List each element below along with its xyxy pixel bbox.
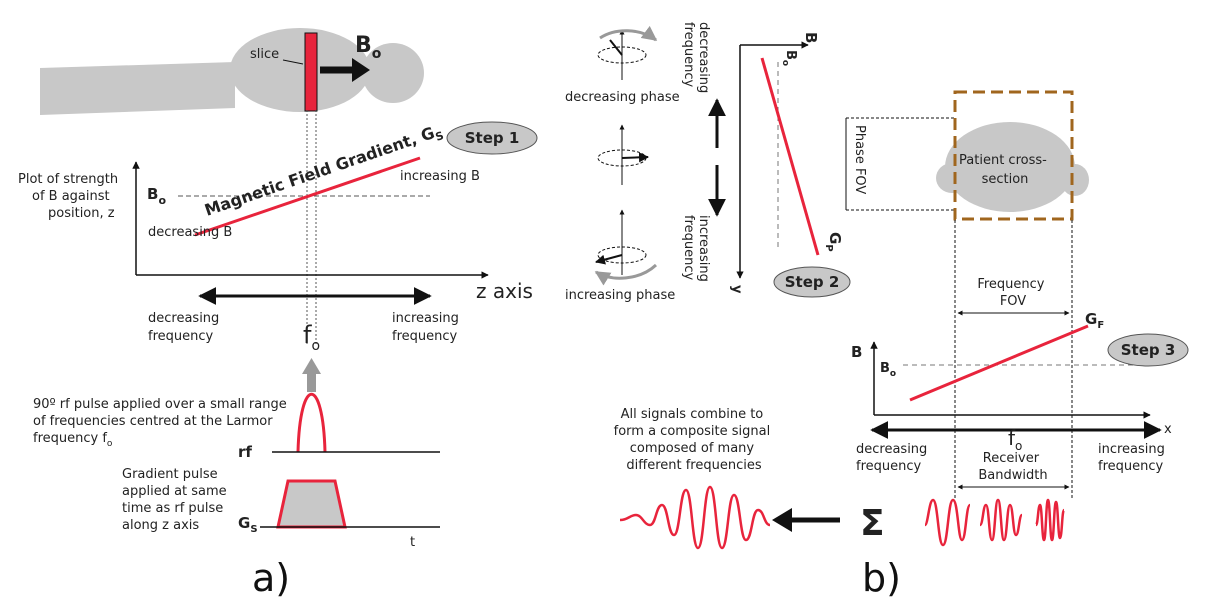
inc-frequency-b2: increasing frequency: [1098, 442, 1169, 474]
step-1-label: Step 1: [465, 129, 520, 147]
plot-bo-label: Bo: [147, 185, 166, 207]
y-axis-label: y: [729, 285, 744, 294]
t-label: t: [410, 535, 415, 550]
step-2-badge: [773, 266, 851, 298]
spin-increasing: [594, 209, 658, 286]
z-axis-label: z axis: [476, 279, 533, 303]
caption-b: b): [862, 556, 901, 600]
receiver-bandwidth-label: Receiver Bandwidth: [978, 451, 1047, 483]
x-axis-label: x: [1164, 422, 1172, 437]
step-3-label: Step 3: [1121, 341, 1176, 359]
panel-b: decreasing phase increasing phase decrea…: [565, 22, 1189, 550]
panel-a: slice Bo Step 1 Plot of strength of B ag…: [18, 28, 538, 550]
composite-signal-wave: [619, 485, 771, 550]
step-3-badge: [1107, 333, 1189, 367]
gf-gradient-line: [909, 324, 1089, 402]
increasing-phase: increasing phase: [565, 288, 675, 303]
increasing-frequency-b: increasing frequency: [681, 215, 711, 286]
decreasing-frequency-b: decreasing frequency: [681, 22, 711, 97]
step-2-label: Step 2: [785, 273, 840, 291]
signal-mid-frequency: [978, 498, 1024, 542]
dec-frequency-a: decreasing frequency: [148, 311, 223, 344]
bo2-label: Bo: [880, 361, 896, 379]
gp-label: GP: [823, 232, 844, 252]
b-axis-label: B: [802, 32, 820, 43]
spin-decreasing: [597, 25, 658, 80]
increasing-b: increasing B: [400, 169, 480, 184]
rf-label: rf: [238, 443, 252, 461]
patient-cross-section: [936, 122, 1089, 212]
phase-fov-label: Phase FOV: [852, 125, 867, 194]
slice-band: [304, 32, 318, 112]
gradient-pulse-shape: [276, 479, 347, 529]
bo-label-b: Bo: [780, 50, 798, 66]
signal-low-frequency: [923, 498, 972, 547]
slice-label: slice: [250, 47, 279, 62]
patient-silhouette: [40, 28, 424, 115]
grad-pulse-desc: Gradient pulse applied at same time as r…: [122, 467, 231, 533]
bo-label: Bo: [355, 33, 382, 62]
gf-label: GF: [1085, 310, 1104, 331]
rf-pulse-desc: 90º rf pulse applied over a small range …: [33, 397, 291, 449]
fo-label-b: fo: [1008, 426, 1022, 453]
plot-label: Plot of strength of B against position, …: [18, 172, 122, 221]
fo-label-a: fo: [303, 321, 320, 354]
step-1-badge: [446, 121, 538, 155]
decreasing-phase: decreasing phase: [565, 90, 680, 105]
fov-box: [953, 90, 1074, 221]
rf-pulse-shape: [296, 392, 327, 453]
sigma-symbol: Σ: [860, 503, 885, 544]
signals-combine-desc: All signals combine to form a composite …: [614, 407, 775, 473]
gp-gradient-line: [760, 57, 820, 256]
inc-frequency-a: increasing frequency: [392, 311, 463, 344]
spin-neutral: [597, 124, 649, 185]
b-axis2-label: B: [851, 343, 862, 361]
gradient-line: [194, 156, 421, 237]
frequency-fov-label: Frequency FOV: [977, 277, 1048, 309]
decreasing-b: decreasing B: [148, 225, 232, 240]
signal-high-frequency: [1034, 498, 1066, 542]
caption-a: a): [252, 556, 291, 600]
dec-frequency-b2: decreasing frequency: [856, 442, 931, 474]
patient-label: Patient cross- section: [959, 153, 1051, 187]
gs-label: GS: [238, 514, 258, 535]
